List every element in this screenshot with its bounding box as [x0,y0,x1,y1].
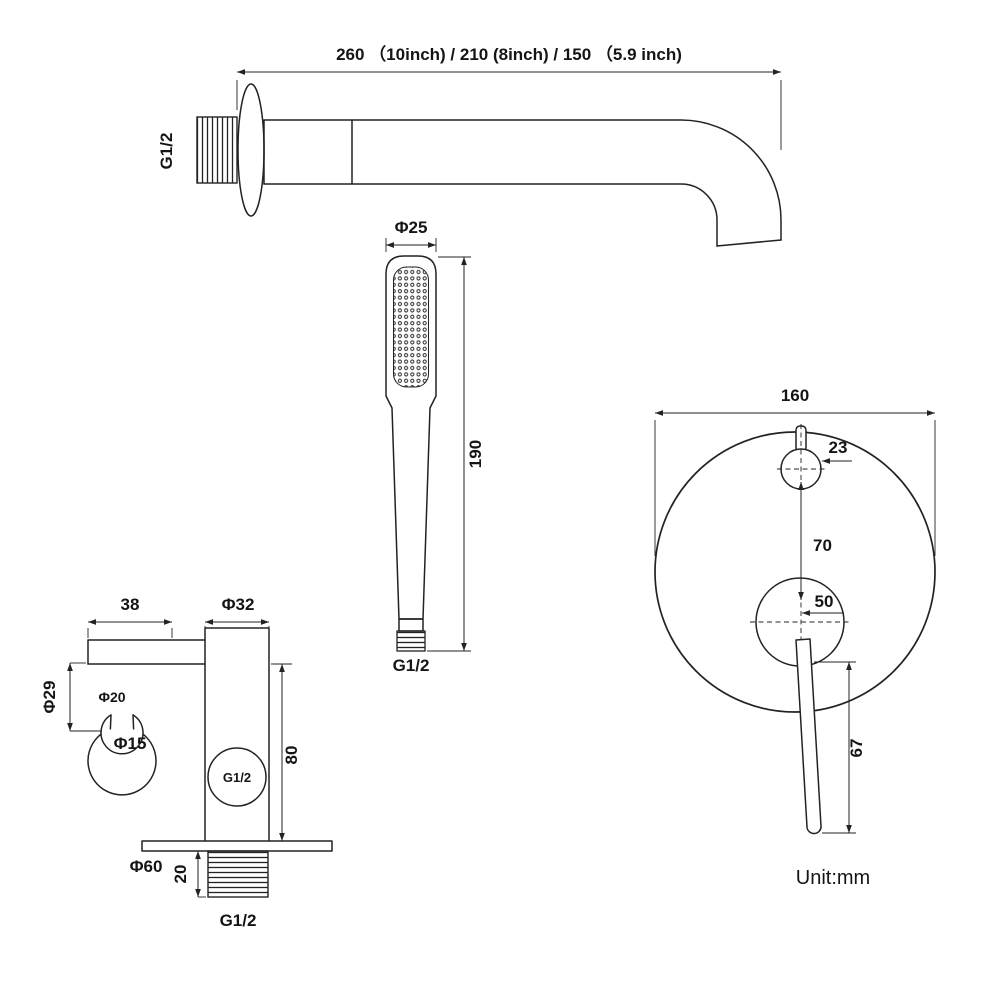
spout-length-dimension-label: 260 （10inch) / 210 (8inch) / 150 （5.9 in… [336,44,682,64]
bracket-outlet-thread-label: G1/2 [220,911,257,930]
wall-spout-drawing: 260 （10inch) / 210 (8inch) / 150 （5.9 in… [157,44,782,247]
hand-shower-thread [396,630,426,652]
bracket-flange-diameter-label: Φ60 [130,857,163,876]
mixer-knob-diameter-label: 23 [829,438,848,457]
mixer-knob-stem [795,425,807,453]
bracket-thread-length-label: 20 [171,865,190,884]
hand-shower-neck [398,618,424,632]
bracket-clamp-inner-label: Φ20 [98,689,125,705]
bracket-clamp-inner [100,714,144,755]
hand-shower-thread-label: G1/2 [393,656,430,675]
bracket-valve-thread-label: G1/2 [223,770,251,785]
wall-bracket-drawing: Φ20 Φ15 G1/2 38 Φ32 Φ29 80 Φ60 20 [40,595,333,930]
bracket-clamp-jaw-left [109,714,112,730]
hand-shower-body [385,255,437,620]
hand-shower-length-label: 190 [466,440,485,468]
mixer-plate-diameter-label: 160 [781,386,809,405]
spout-thread-label: G1/2 [157,133,176,170]
mixer-valve-drawing: 160 23 70 50 67 [654,386,936,835]
bracket-valve-port [207,747,267,807]
bracket-body [204,627,270,844]
spout-flange [237,83,265,217]
spout-wall-thread [196,116,238,184]
spout-outer-profile [263,119,782,241]
bracket-flange [141,840,333,852]
bracket-body-diameter-label: Φ32 [222,595,255,614]
hand-shower-spray-face [393,266,429,388]
bracket-clamp-outer-label: Φ29 [40,681,59,714]
mixer-knob-offset-label: 70 [813,536,832,555]
spout-outlet-edge [716,239,782,247]
mixer-plate [654,431,936,713]
mixer-handle-length-label: 67 [847,739,866,758]
hand-shower-drawing: Φ25 190 G1/2 [385,218,485,675]
bracket-body-height-label: 80 [282,746,301,765]
bracket-clamp-opening-label: Φ15 [114,734,147,753]
spout-inner-profile [263,183,718,247]
bracket-clamp-jaw-right [132,714,135,730]
unit-label: Unit:mm [796,867,870,889]
bracket-arm-length-label: 38 [121,595,140,614]
bracket-outlet-thread [207,850,269,898]
mixer-lever-handle [795,638,822,835]
mixer-handle-base-label: 50 [815,592,834,611]
hand-shower-diameter-label: Φ25 [395,218,428,237]
